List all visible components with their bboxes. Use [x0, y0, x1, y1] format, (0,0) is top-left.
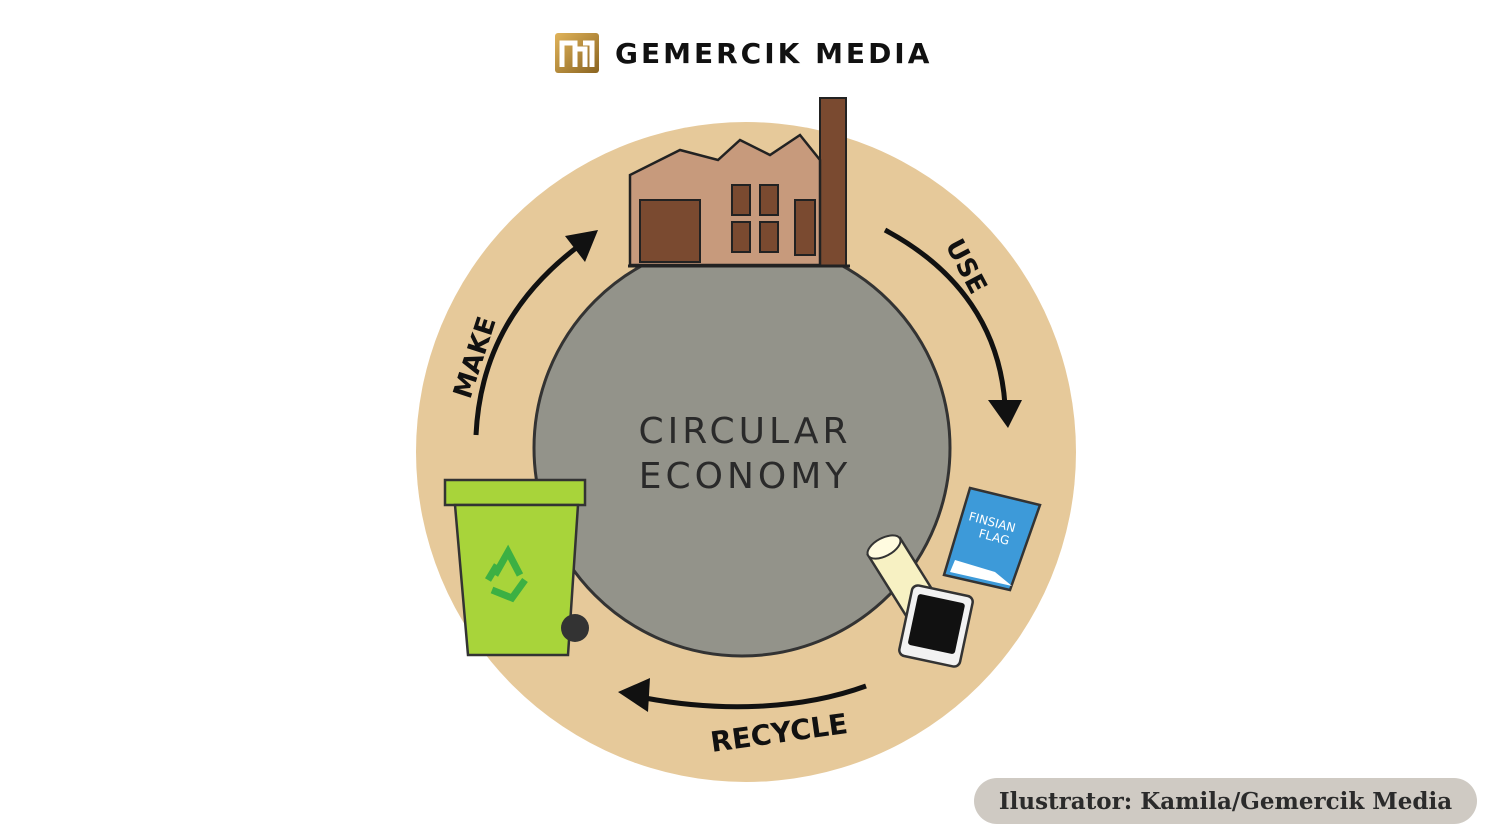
phone-icon — [898, 584, 974, 668]
make-arrow — [473, 243, 582, 436]
recycle-symbol-icon — [484, 544, 528, 603]
center-label-line1: CIRCULAR — [639, 411, 852, 452]
recycle-bin-icon — [443, 478, 589, 657]
center-label-line2: ECONOMY — [639, 456, 852, 497]
use-arrow — [883, 227, 1008, 406]
make-arrowhead — [565, 230, 598, 262]
use-arrowhead — [988, 400, 1022, 428]
recycle-arrowhead — [618, 678, 650, 712]
brand-header: GEMERCIK MEDIA — [555, 32, 932, 74]
brand-name: GEMERCIK MEDIA — [615, 36, 933, 70]
recycle-arrow — [644, 683, 867, 710]
packet-icon: FINSIAN FLAG — [942, 486, 1042, 592]
gemercik-logo-icon — [555, 33, 599, 73]
factory-icon — [628, 97, 850, 268]
illustrator-credit-badge: Ilustrator: Kamila/Gemercik Media — [974, 778, 1477, 824]
illustrator-credit-text: Ilustrator: Kamila/Gemercik Media — [998, 787, 1453, 815]
